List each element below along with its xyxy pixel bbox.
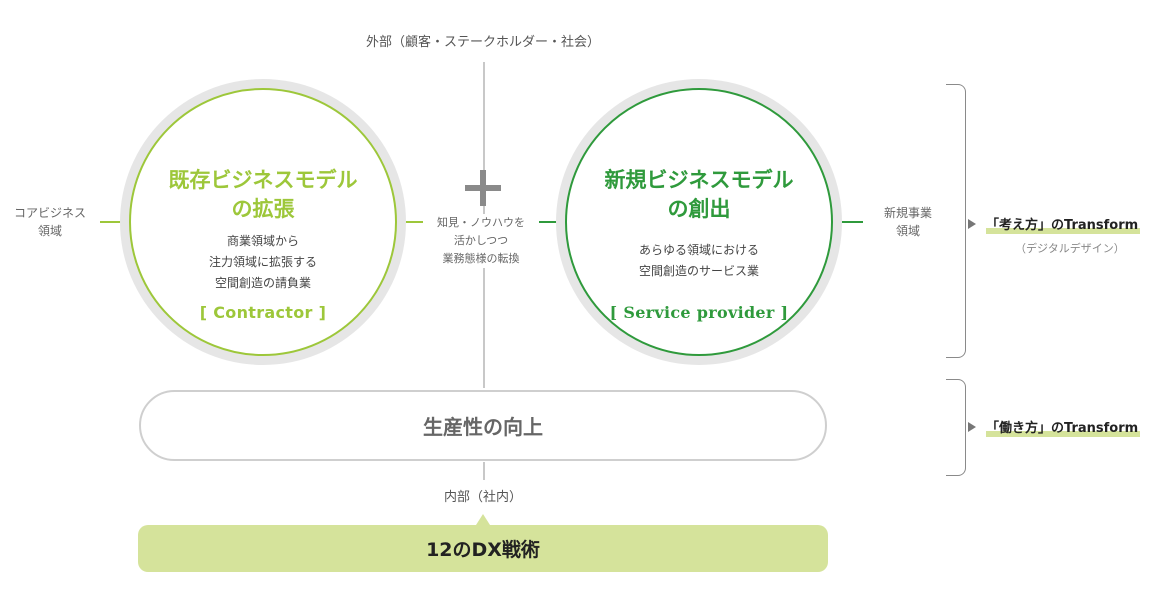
existing-model-desc-line1: 商業領域から [226, 234, 299, 248]
new-model-title: 新規ビジネスモデル の創出 [567, 166, 831, 224]
digital-design-note: （デジタルデザイン） [1015, 242, 1125, 255]
existing-model-description: 商業領域から 注力領域に拡張する 空間創造の請負業 [131, 231, 395, 294]
middle-label-line3: 業務態様の転換 [442, 252, 520, 265]
existing-model-circle: 既存ビジネスモデル の拡張 商業領域から 注力領域に拡張する 空間創造の請負業 … [129, 88, 397, 356]
connector-right [833, 221, 863, 223]
connector-left [100, 221, 132, 223]
new-model-circle: 新規ビジネスモデル の創出 あらゆる領域における 空間創造のサービス業 [ Se… [565, 88, 833, 356]
bracket-top [946, 84, 966, 358]
existing-model-title-line2: の拡張 [231, 197, 295, 221]
productivity-box: 生産性の向上 [139, 390, 827, 461]
new-business-label-line1: 新規事業 [883, 206, 932, 220]
new-business-label: 新規事業 領域 [865, 204, 951, 240]
dx-strategy-box: 12のDX戦術 [138, 525, 828, 572]
productivity-label: 生産性の向上 [423, 415, 543, 439]
service-provider-tag: [ Service provider ] [609, 303, 789, 322]
dx-arrow-icon [476, 514, 490, 525]
bracket-bottom [946, 379, 966, 476]
external-label: 外部（顧客・ステークホルダー・社会） [365, 35, 600, 50]
contractor-tag: [ Contractor ] [199, 303, 327, 322]
internal-label: 内部（社内） [443, 490, 522, 505]
mindset-transform-label: 「考え方」のTransform [986, 214, 1141, 234]
middle-label: 知見・ノウハウを 活かしつつ 業務態様の転換 [423, 214, 539, 268]
core-business-label: コアビジネス 領域 [0, 204, 100, 240]
new-model-title-line1: 新規ビジネスモデル [604, 168, 794, 192]
workstyle-transform-label: 「働き方」のTransform [986, 417, 1141, 437]
existing-model-title-line1: 既存ビジネスモデル [168, 168, 358, 192]
core-business-label-line2: 領域 [37, 224, 62, 238]
core-business-label-line1: コアビジネス [13, 206, 86, 220]
middle-label-line2: 活かしつつ [453, 234, 509, 247]
dx-strategy-label: 12のDX戦術 [426, 539, 540, 561]
new-model-desc-line1: あらゆる領域における [638, 243, 759, 257]
plus-icon [465, 170, 501, 206]
new-model-description: あらゆる領域における 空間創造のサービス業 [567, 240, 831, 282]
connector-middle-right [537, 221, 567, 223]
middle-label-line1: 知見・ノウハウを [437, 216, 525, 229]
triangle-arrow-icon-2 [968, 422, 976, 432]
new-model-desc-line2: 空間創造のサービス業 [638, 264, 759, 278]
triangle-arrow-icon-1 [968, 219, 976, 229]
existing-model-desc-line3: 空間創造の請負業 [214, 276, 311, 290]
connector-middle-left [397, 221, 424, 223]
new-model-title-line2: の創出 [667, 197, 731, 221]
existing-model-title: 既存ビジネスモデル の拡張 [131, 166, 395, 224]
new-business-label-line2: 領域 [895, 224, 920, 238]
existing-model-desc-line2: 注力領域に拡張する [208, 255, 317, 269]
center-vertical-line-bottom [483, 462, 485, 480]
